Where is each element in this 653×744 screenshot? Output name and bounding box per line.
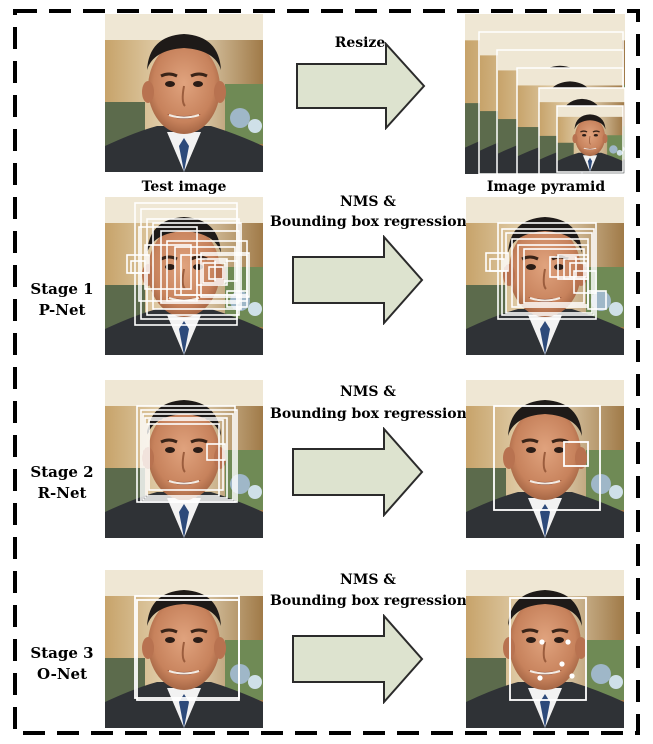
stage-3-output-photo bbox=[466, 570, 624, 728]
stage-2-nms-label-line2: Bounding box regression bbox=[270, 406, 467, 422]
stage-2-title: Stage 2 bbox=[30, 463, 94, 481]
dashed-border bbox=[13, 9, 640, 735]
stage-3-network: O-Net bbox=[36, 665, 88, 683]
stage-1-input-photo bbox=[105, 197, 263, 355]
stage-1-title: Stage 1 bbox=[30, 280, 94, 298]
resize-arrow bbox=[296, 42, 426, 130]
stage-3-nms-label-line2: Bounding box regression bbox=[270, 593, 467, 609]
stage-2-network: R-Net bbox=[37, 484, 87, 502]
stage-3-label: Stage 3 O-Net bbox=[22, 643, 102, 685]
stage-1-nms-label-line1: NMS & bbox=[340, 194, 396, 210]
test-image-photo bbox=[105, 14, 263, 172]
facial-landmarks bbox=[537, 639, 575, 681]
stage-2-label: Stage 2 R-Net bbox=[22, 462, 102, 504]
stage-2-arrow bbox=[292, 427, 424, 517]
stage-3-input-photo bbox=[105, 570, 263, 728]
image-pyramid-stack bbox=[465, 14, 626, 175]
stage-1-nms-label-line2: Bounding box regression bbox=[270, 214, 467, 230]
stage-1-arrow bbox=[292, 235, 424, 325]
stage-2-output-photo bbox=[466, 380, 624, 538]
stage-1-network: P-Net bbox=[38, 301, 86, 319]
stage-3-nms-label-line1: NMS & bbox=[340, 572, 396, 588]
stage-1-output-photo bbox=[466, 197, 624, 355]
resize-label: Resize bbox=[334, 35, 386, 51]
stage-3-arrow bbox=[292, 614, 424, 704]
stage-2-nms-label-line1: NMS & bbox=[340, 384, 396, 400]
stage-2-input-photo bbox=[105, 380, 263, 538]
test-image-label: Test image bbox=[141, 179, 227, 195]
stage-3-title: Stage 3 bbox=[30, 644, 94, 662]
image-pyramid-label: Image pyramid bbox=[486, 179, 606, 195]
stage-1-label: Stage 1 P-Net bbox=[22, 279, 102, 321]
